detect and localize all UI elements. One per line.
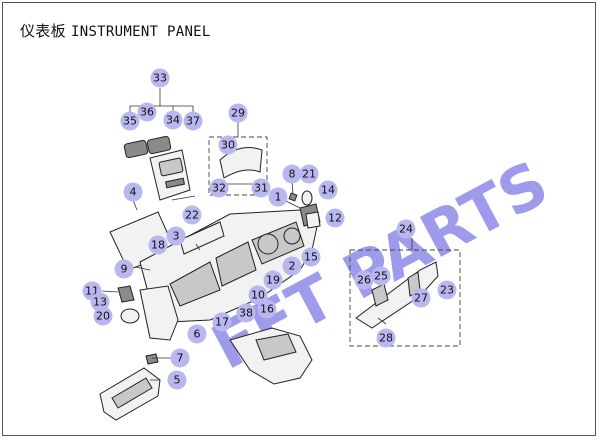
svg-text:19: 19	[266, 274, 280, 287]
svg-text:6: 6	[194, 328, 201, 341]
svg-text:31: 31	[254, 182, 268, 195]
air-vent-assembly	[123, 135, 196, 201]
svg-text:30: 30	[221, 139, 235, 152]
callout-22: 22	[182, 205, 202, 225]
svg-text:33: 33	[153, 72, 167, 85]
callout-1: 1	[268, 187, 288, 207]
center-console	[229, 327, 313, 385]
callout-26: 26	[354, 270, 374, 290]
svg-text:36: 36	[140, 106, 154, 119]
svg-text:15: 15	[304, 251, 318, 264]
callout-24: 24	[396, 219, 416, 239]
callout-33: 33	[150, 68, 170, 88]
svg-text:28: 28	[379, 332, 393, 345]
callout-20: 20	[93, 306, 113, 326]
left-side-panel	[117, 285, 179, 341]
svg-text:32: 32	[212, 182, 226, 195]
callout-27: 27	[411, 288, 431, 308]
callout-17: 17	[212, 312, 232, 332]
svg-text:26: 26	[357, 274, 371, 287]
svg-text:22: 22	[185, 209, 199, 222]
svg-text:20: 20	[96, 310, 110, 323]
callout-8: 8	[282, 164, 302, 184]
title-english: INSTRUMENT PANEL	[70, 24, 211, 40]
svg-text:8: 8	[289, 168, 296, 181]
callout-30: 30	[218, 135, 238, 155]
title-chinese: 仪表板	[20, 22, 66, 40]
callout-35: 35	[120, 111, 140, 131]
callout-9: 9	[114, 259, 134, 279]
svg-text:21: 21	[302, 168, 316, 181]
callout-32: 32	[209, 178, 229, 198]
callout-21: 21	[299, 164, 319, 184]
svg-text:9: 9	[121, 263, 128, 276]
callout-38: 38	[236, 303, 256, 323]
callout-25: 25	[371, 266, 391, 286]
svg-text:25: 25	[374, 270, 388, 283]
callouts: 33 36 35 34 37 29 30 4 22 32 31 8 21 14 …	[82, 68, 457, 390]
svg-text:2: 2	[289, 260, 296, 273]
svg-text:5: 5	[174, 374, 181, 387]
svg-text:24: 24	[399, 223, 413, 236]
svg-text:3: 3	[173, 230, 180, 243]
callout-10: 10	[248, 285, 268, 305]
svg-text:1: 1	[275, 191, 282, 204]
svg-text:10: 10	[251, 289, 265, 302]
svg-text:29: 29	[231, 107, 245, 120]
group-box-24	[349, 249, 461, 347]
callout-19: 19	[263, 270, 283, 290]
diagram-frame	[2, 2, 596, 436]
svg-text:7: 7	[177, 352, 184, 365]
callout-16: 16	[257, 299, 277, 319]
callout-7: 7	[170, 348, 190, 368]
callout-5: 5	[167, 370, 187, 390]
svg-text:27: 27	[414, 292, 428, 305]
callout-14: 14	[318, 180, 338, 200]
callout-12: 12	[325, 208, 345, 228]
svg-text:38: 38	[239, 307, 253, 320]
callout-15: 15	[301, 247, 321, 267]
svg-text:34: 34	[166, 114, 180, 127]
callout-34: 34	[163, 110, 183, 130]
svg-text:14: 14	[321, 184, 335, 197]
page-title: 仪表板 INSTRUMENT PANEL	[20, 20, 211, 41]
callout-2: 2	[282, 256, 302, 276]
glove-box	[99, 353, 161, 421]
callout-36: 36	[137, 102, 157, 122]
callout-3: 3	[166, 226, 186, 246]
svg-text:4: 4	[130, 186, 137, 199]
callout-29: 29	[228, 103, 248, 123]
callout-23: 23	[437, 280, 457, 300]
svg-text:37: 37	[186, 115, 200, 128]
svg-text:13: 13	[93, 296, 107, 309]
callout-6: 6	[187, 324, 207, 344]
callout-28: 28	[376, 328, 396, 348]
svg-text:12: 12	[328, 212, 342, 225]
svg-text:17: 17	[215, 316, 229, 329]
svg-text:35: 35	[123, 115, 137, 128]
callout-31: 31	[251, 178, 271, 198]
svg-text:16: 16	[260, 303, 274, 316]
callout-18: 18	[148, 235, 168, 255]
svg-text:18: 18	[151, 239, 165, 252]
callout-4: 4	[123, 182, 143, 202]
callout-37: 37	[183, 111, 203, 131]
main-dashboard	[139, 190, 321, 323]
svg-text:23: 23	[440, 284, 454, 297]
